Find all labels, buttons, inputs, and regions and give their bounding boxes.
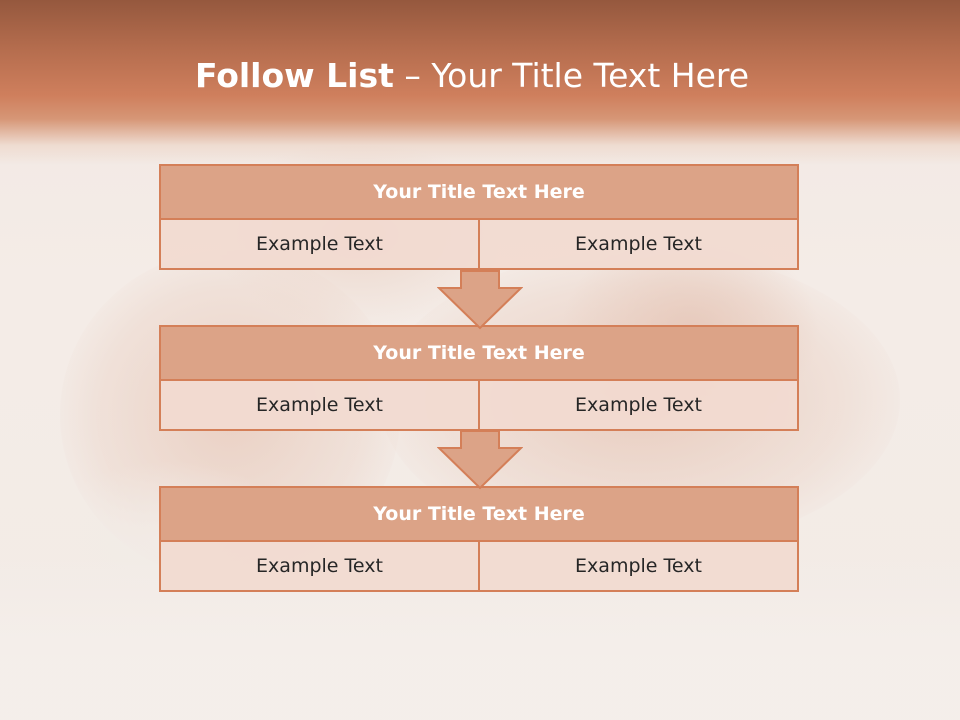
step-row: Example Text Example Text <box>159 381 799 431</box>
step-text-right: Example Text <box>480 542 799 592</box>
flow-step-2: Your Title Text Here Example Text Exampl… <box>159 325 799 431</box>
step-text-left: Example Text <box>159 542 480 592</box>
slide-title-lead: Follow List <box>194 56 394 95</box>
step-text-right: Example Text <box>480 220 799 270</box>
slide-title: Follow List – Your Title Text Here <box>0 52 944 100</box>
step-title: Your Title Text Here <box>159 164 799 220</box>
slide-title-rest: – Your Title Text Here <box>393 56 750 95</box>
down-arrow-icon <box>437 270 523 330</box>
step-text-left: Example Text <box>159 381 480 431</box>
step-row: Example Text Example Text <box>159 220 799 270</box>
header-band <box>0 0 960 165</box>
flow-step-3: Your Title Text Here Example Text Exampl… <box>159 486 799 592</box>
step-title: Your Title Text Here <box>159 486 799 542</box>
step-text-right: Example Text <box>480 381 799 431</box>
step-text-left: Example Text <box>159 220 480 270</box>
down-arrow-icon <box>437 430 523 490</box>
flow-step-1: Your Title Text Here Example Text Exampl… <box>159 164 799 270</box>
step-title: Your Title Text Here <box>159 325 799 381</box>
step-row: Example Text Example Text <box>159 542 799 592</box>
